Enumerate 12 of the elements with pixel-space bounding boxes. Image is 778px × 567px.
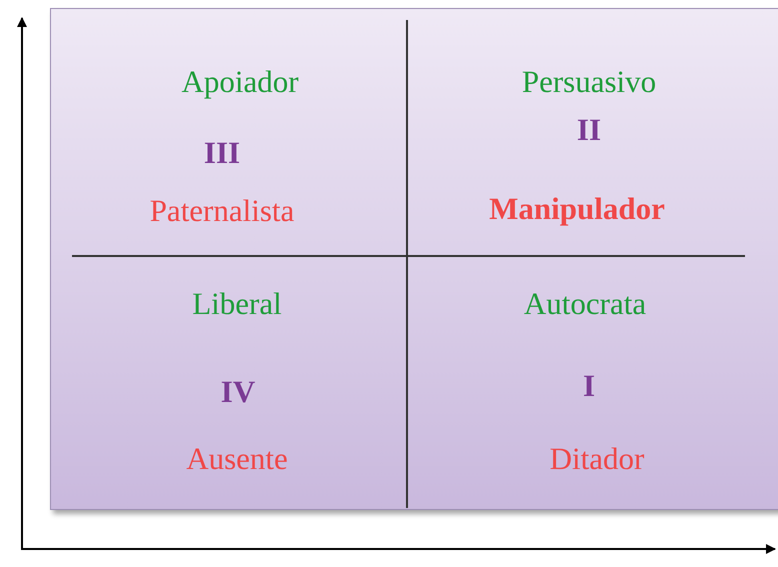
style-label: Ausente [186,442,288,476]
quadrant-number: III [204,136,240,170]
quadrant-number: II [576,112,602,148]
quadrant-number: IV [220,374,256,410]
style-label: Autocrata [524,286,646,322]
quadrant-number: I [582,368,596,404]
style-label: Liberal [192,286,282,322]
style-label: Ditador [550,442,644,476]
style-label: Persuasivo [522,64,656,100]
style-label: Paternalista [150,194,294,228]
style-label: Manipulador [489,192,665,226]
style-label: Apoiador [181,64,299,100]
